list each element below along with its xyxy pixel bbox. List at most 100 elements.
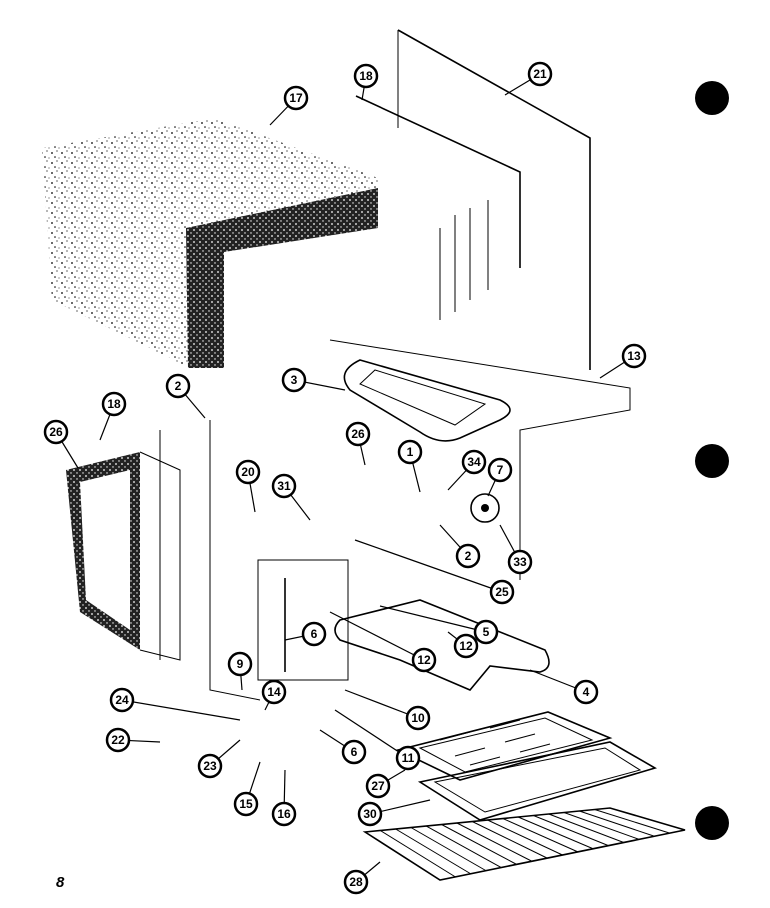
callout-c18_mid: 18 [101, 391, 127, 417]
callout-circle [101, 391, 127, 417]
callout-circle [621, 343, 647, 369]
heat-shield [257, 559, 349, 681]
callout-c20: 20 [235, 459, 261, 485]
callout-number: 17 [289, 91, 303, 105]
leader-line-c10 [344, 689, 419, 719]
oven-cavity [159, 339, 631, 701]
callout-circle [411, 647, 437, 673]
oven-door [66, 451, 181, 661]
rack-wire [594, 809, 670, 834]
callout-c23: 23 [197, 753, 223, 779]
callout-number: 27 [371, 779, 385, 793]
side-panel [355, 95, 521, 320]
callout-number: 22 [111, 733, 125, 747]
callout-number: 7 [497, 463, 504, 477]
callout-c34: 34 [461, 449, 487, 475]
callout-c12_b: 12 [453, 633, 479, 659]
callout-circle [397, 439, 423, 465]
callout-number: 1 [407, 445, 414, 459]
callout-circle [235, 459, 261, 485]
callout-circle [527, 61, 553, 87]
callout-number: 11 [402, 751, 415, 765]
callout-number: 15 [239, 797, 253, 811]
callout-c22: 22 [105, 727, 131, 753]
rack-wire [441, 824, 517, 865]
callout-number: 28 [349, 875, 363, 889]
page-number: 8 [56, 874, 65, 891]
callout-number: 3 [291, 373, 298, 387]
callout-circle [271, 473, 297, 499]
leader-line-c24 [121, 699, 241, 721]
rack-wire [426, 825, 502, 868]
callout-number: 2 [465, 549, 472, 563]
callout-number: 18 [107, 397, 121, 411]
callout-circle [455, 543, 481, 569]
callout-c2_mid: 2 [455, 543, 481, 569]
callout-c1: 1 [397, 439, 423, 465]
broiler-pan-bottom [417, 741, 658, 821]
callout-c7: 7 [487, 457, 513, 483]
callout-circle [341, 739, 367, 765]
rear-panel [397, 29, 591, 370]
callout-c10: 10 [405, 705, 431, 731]
callout-circle [43, 419, 69, 445]
callout-number: 12 [417, 653, 431, 667]
callout-circle [281, 367, 307, 393]
callout-c25: 25 [489, 579, 515, 605]
callout-c6_bottom: 6 [341, 739, 367, 765]
callout-c16: 16 [271, 801, 297, 827]
callout-number: 2 [175, 379, 182, 393]
callout-c26_left: 26 [43, 419, 69, 445]
callout-c13: 13 [621, 343, 647, 369]
rack-wire [502, 818, 579, 853]
callout-number: 18 [359, 69, 373, 83]
callout-c14: 14 [261, 679, 287, 705]
rack-wire [410, 827, 487, 872]
callout-circle [365, 773, 391, 799]
callout-circle [487, 457, 513, 483]
insulation-blanket [42, 118, 378, 368]
callout-number: 16 [277, 807, 291, 821]
callout-circle [109, 687, 135, 713]
rack-wire [517, 816, 594, 850]
callout-c11: 11 [395, 745, 421, 771]
callout-c3: 3 [281, 367, 307, 393]
callout-number: 30 [363, 807, 377, 821]
rack-wire [456, 822, 533, 862]
callout-number: 20 [241, 465, 255, 479]
callout-number: 5 [483, 625, 490, 639]
callout-c18_top: 18 [353, 63, 379, 89]
callout-number: 31 [277, 479, 291, 493]
callout-number: 9 [237, 657, 244, 671]
callout-circle [573, 679, 599, 705]
callout-circle [461, 449, 487, 475]
callout-number: 24 [115, 693, 129, 707]
callout-c17: 17 [283, 85, 309, 111]
callout-number: 21 [533, 67, 547, 81]
callout-number: 6 [351, 745, 358, 759]
callout-circle [489, 579, 515, 605]
callout-number: 10 [411, 711, 425, 725]
callout-c5: 5 [473, 619, 499, 645]
callout-circle [343, 869, 369, 895]
callout-number: 6 [311, 627, 318, 641]
leader-line-c12_a [329, 611, 425, 661]
callout-c6_left: 6 [301, 621, 327, 647]
callout-c24: 24 [109, 687, 135, 713]
callout-c28: 28 [343, 869, 369, 895]
callout-circle [261, 679, 287, 705]
callout-circle [353, 63, 379, 89]
callout-circle [405, 705, 431, 731]
callout-number: 33 [513, 555, 527, 569]
callout-c30: 30 [357, 801, 383, 827]
rack-wire [548, 813, 624, 843]
callout-number: 4 [583, 685, 590, 699]
callout-circle [345, 421, 371, 447]
callout-circle [165, 373, 191, 399]
callout-number: 23 [203, 759, 217, 773]
callout-number: 13 [627, 349, 641, 363]
callout-c26_mid: 26 [345, 421, 371, 447]
rack-wire [471, 821, 548, 859]
callout-c15: 15 [233, 791, 259, 817]
